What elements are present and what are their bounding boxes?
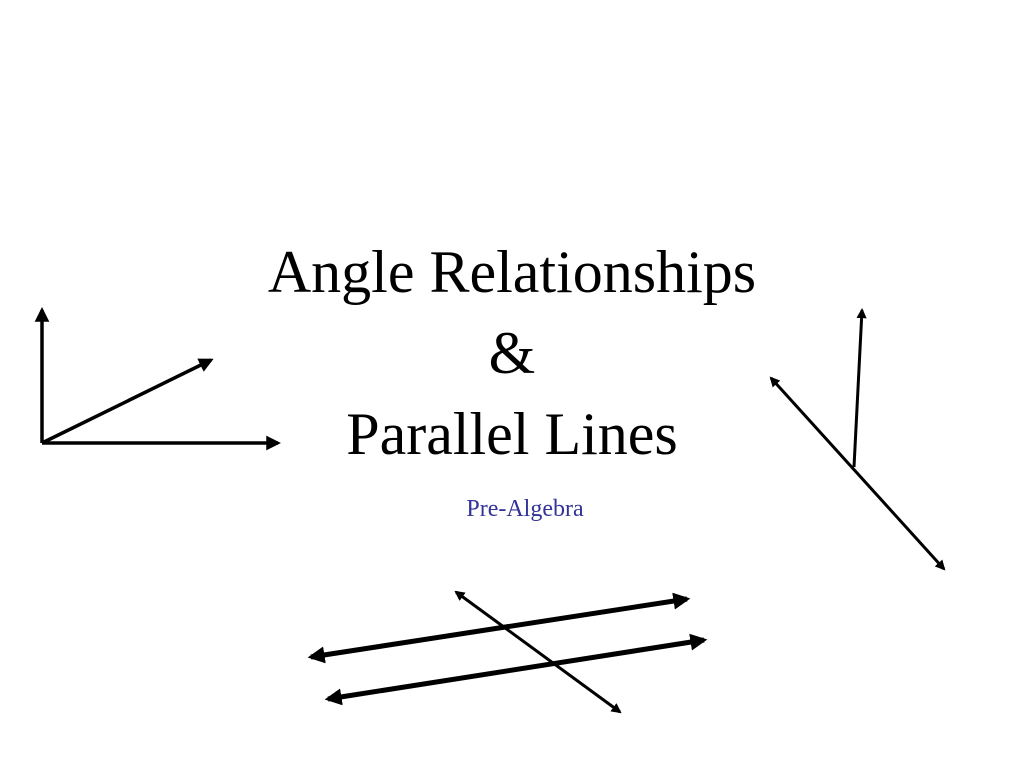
- slide-title: Angle Relationships & Parallel Lines: [0, 232, 1024, 475]
- double-arrow-line-icon: [769, 376, 946, 571]
- angle-rays-diagram: [34, 307, 281, 451]
- parallel-lines-transversal-diagram: [307, 590, 708, 714]
- slide-subtitle: Pre-Algebra: [466, 496, 584, 522]
- diagonal-ray-arrow-icon: [41, 358, 214, 445]
- parallel-line-2-icon: [324, 633, 708, 706]
- parallel-line-1-icon: [307, 592, 691, 664]
- title-line-2: &: [488, 320, 536, 386]
- title-line-3: Parallel Lines: [346, 401, 678, 467]
- line-with-ray-diagram: [769, 307, 946, 571]
- transversal-line-icon: [454, 590, 622, 714]
- upward-ray-arrow-icon: [852, 307, 867, 468]
- title-line-1: Angle Relationships: [267, 239, 757, 305]
